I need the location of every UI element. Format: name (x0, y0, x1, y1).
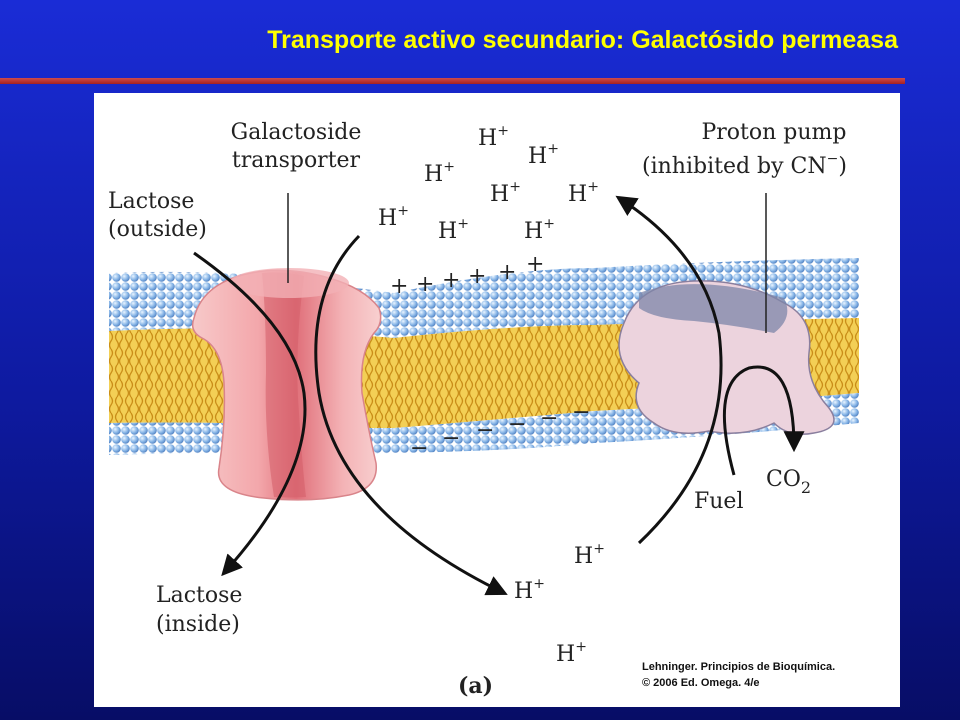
proton-label: H+ (524, 216, 555, 244)
proton-symport-arrow (314, 234, 508, 596)
proton-pump-arrow (615, 195, 723, 545)
label-lactose-inside-2: (inside) (156, 612, 240, 637)
minus-sign: − (540, 406, 558, 431)
plus-sign: + (468, 264, 486, 289)
credit-line-1: Lehninger. Principios de Bioquímica. (642, 661, 836, 673)
plus-sign: + (442, 268, 460, 293)
proton-label: H+ (424, 159, 455, 187)
proton-label: H+ (490, 179, 521, 207)
panel-letter: (a) (458, 673, 493, 699)
membrane-diagram: Galactoside transporter Lactose (outside… (108, 120, 859, 699)
minus-sign: − (442, 426, 460, 451)
positive-charges: + + + + + + (390, 252, 544, 299)
proton-label: H+ (438, 216, 469, 244)
label-lactose-outside-1: Lactose (108, 189, 194, 214)
figure-panel: Galactoside transporter Lactose (outside… (94, 93, 900, 707)
label-galactoside: Galactoside (231, 120, 362, 145)
outside-protons: H+ H+ H+ H+ H+ H+ H+ H+ (378, 123, 599, 244)
plus-sign: + (526, 252, 544, 277)
fuel-oxidation-arrow (722, 365, 805, 476)
proton-label: H+ (378, 203, 409, 231)
minus-sign: − (410, 436, 428, 461)
negative-charges: − − − − − − (410, 400, 590, 461)
proton-label: H+ (514, 576, 545, 604)
figure-credit: Lehninger. Principios de Bioquímica. © 2… (642, 659, 835, 691)
inside-protons: H+ H+ H+ (514, 541, 605, 667)
label-co2: CO2 (766, 467, 811, 497)
label-lactose-outside-2: (outside) (108, 217, 207, 242)
proton-label: H+ (478, 123, 509, 151)
minus-sign: − (508, 412, 526, 437)
lactose-arrow (193, 251, 307, 577)
label-fuel: Fuel (694, 489, 744, 514)
proton-label: H+ (556, 639, 587, 667)
plus-sign: + (416, 272, 434, 297)
credit-line-2: © 2006 Ed. Omega. 4/e (642, 677, 760, 689)
proton-label: H+ (528, 141, 559, 169)
proton-label: H+ (568, 179, 599, 207)
minus-sign: − (476, 418, 494, 443)
slide-title: Transporte activo secundario: Galactósid… (267, 26, 898, 54)
label-inhibited-by: (inhibited by CN−) (642, 151, 847, 179)
label-proton-pump: Proton pump (701, 120, 846, 145)
proton-label: H+ (574, 541, 605, 569)
label-transporter: transporter (232, 148, 361, 173)
plus-sign: + (498, 260, 516, 285)
plus-sign: + (390, 274, 408, 299)
label-lactose-inside-1: Lactose (156, 583, 242, 608)
title-underline (0, 78, 905, 84)
minus-sign: − (572, 400, 590, 425)
flow-arrows (193, 195, 805, 596)
